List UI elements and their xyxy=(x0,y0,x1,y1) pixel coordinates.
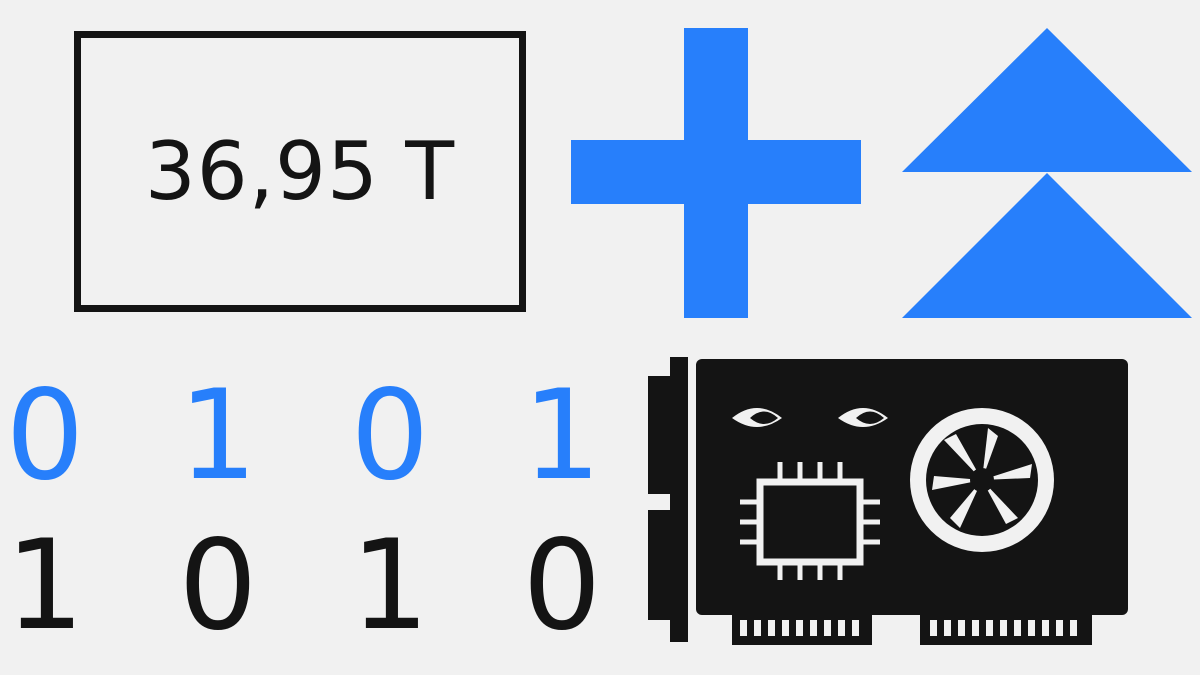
value-text: 36,95 T xyxy=(144,125,456,218)
bit-top-3: 0 xyxy=(350,364,430,508)
value-box: 36,95 T xyxy=(74,31,526,312)
bit-bottom-1: 1 xyxy=(5,514,85,658)
bit-bottom-3: 1 xyxy=(350,514,430,658)
double-chevron-up-icon xyxy=(902,28,1192,318)
bit-top-2: 1 xyxy=(178,364,258,508)
plus-icon xyxy=(571,28,861,318)
bit-top-1: 0 xyxy=(5,364,85,508)
graphics-card-icon xyxy=(648,357,1128,645)
bit-bottom-4: 0 xyxy=(522,514,602,658)
binary-digits: 0 1 0 1 1 0 1 0 xyxy=(0,370,630,670)
bit-top-4: 1 xyxy=(522,364,602,508)
bit-bottom-2: 0 xyxy=(178,514,258,658)
